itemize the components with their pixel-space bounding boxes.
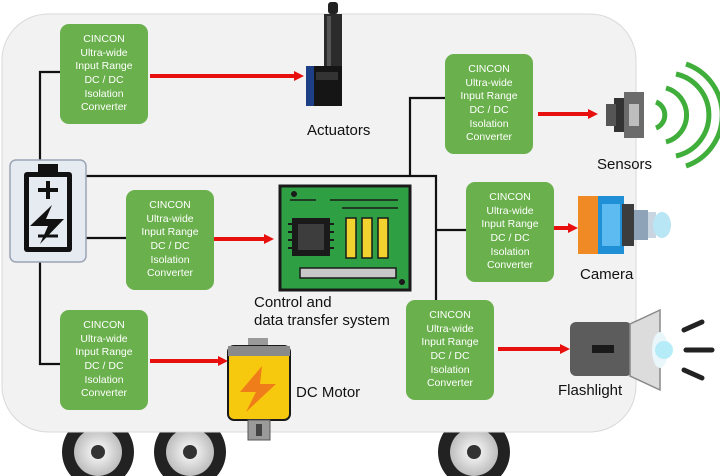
converter-text: Ultra-wide — [486, 204, 534, 217]
converter-text: CINCON — [429, 309, 471, 322]
converter-text: Converter — [146, 267, 194, 280]
flashlight-icon — [570, 308, 715, 392]
control-label: Control and data transfer system — [254, 294, 390, 330]
converter-box-flashlight: CINCON Ultra-wide Input Range DC / DC Is… — [406, 300, 494, 400]
converter-text: Isolation — [84, 373, 124, 386]
converter-text: DC / DC — [430, 350, 470, 362]
converter-box-control: CINCON Ultra-wide Input Range DC / DC Is… — [126, 190, 214, 290]
converter-text: Converter — [465, 131, 513, 144]
battery-icon — [9, 159, 87, 263]
converter-text: Ultra-wide — [146, 212, 194, 225]
converter-box-motor: CINCON Ultra-wide Input Range DC / DC Is… — [60, 310, 148, 410]
converter-text: Ultra-wide — [80, 332, 128, 345]
converter-text: Converter — [426, 377, 474, 390]
converter-text: CINCON — [83, 33, 125, 46]
sensor-icon — [606, 61, 720, 169]
wiring — [38, 70, 466, 366]
converter-text: Ultra-wide — [80, 46, 128, 59]
converter-box-camera: CINCON Ultra-wide Input Range DC / DC Is… — [466, 182, 554, 282]
converter-text: CINCON — [489, 191, 531, 204]
dc-motor-label: DC Motor — [296, 384, 361, 401]
converter-text: Converter — [80, 387, 128, 400]
converter-text: DC / DC — [469, 104, 509, 116]
converter-box-sensors: CINCON Ultra-wide Input Range DC / DC Is… — [445, 54, 533, 154]
converter-text: CINCON — [83, 319, 125, 332]
converter-text: Input Range — [481, 218, 539, 231]
converter-text: Isolation — [490, 245, 530, 258]
converter-text: Input Range — [141, 226, 199, 239]
dc-motor-icon — [227, 338, 291, 441]
actuators-label: Actuators — [307, 122, 371, 139]
converter-text: Ultra-wide — [426, 322, 474, 335]
converter-text: Input Range — [421, 336, 479, 349]
control-label-line1: Control and — [254, 294, 332, 311]
converter-text: CINCON — [149, 199, 191, 212]
actuator-icon — [306, 2, 342, 106]
converter-text: Isolation — [469, 117, 509, 130]
converter-text: CINCON — [468, 63, 510, 76]
converter-box-actuators: CINCON Ultra-wide Input Range DC / DC Is… — [60, 24, 148, 124]
converter-text: Input Range — [75, 346, 133, 359]
pcb-icon — [278, 184, 412, 292]
control-label-line2: data transfer system — [254, 312, 390, 329]
converter-text: Converter — [486, 259, 534, 272]
converter-text: DC / DC — [490, 232, 530, 244]
camera-icon — [578, 196, 671, 254]
sensors-label: Sensors — [597, 156, 653, 173]
converter-text: Isolation — [150, 253, 190, 266]
camera-label: Camera — [580, 266, 634, 283]
converter-text: Input Range — [460, 90, 518, 103]
flashlight-label: Flashlight — [558, 382, 623, 399]
converter-text: DC / DC — [150, 240, 190, 252]
converter-text: Ultra-wide — [465, 76, 513, 89]
arrows — [150, 71, 598, 366]
converter-text: DC / DC — [84, 360, 124, 372]
converter-text: Converter — [80, 101, 128, 114]
converter-text: Input Range — [75, 60, 133, 73]
converter-text: Isolation — [84, 87, 124, 100]
converter-text: DC / DC — [84, 74, 124, 86]
converter-text: Isolation — [430, 363, 470, 376]
